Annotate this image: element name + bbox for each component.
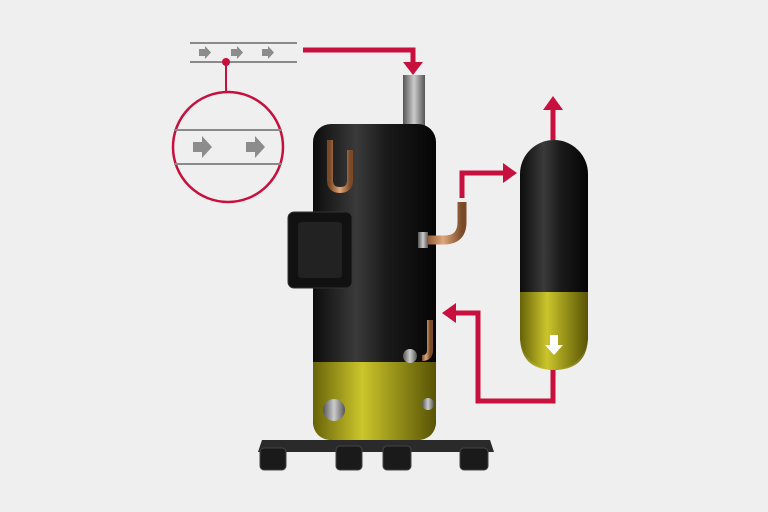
return-flow-arrow bbox=[455, 310, 556, 404]
flow-direction-icons bbox=[199, 46, 274, 59]
inlet-flow-arrow bbox=[303, 47, 416, 64]
discharge-flow-arrow bbox=[459, 170, 505, 198]
compressor-icon bbox=[287, 75, 467, 440]
accumulator-icon bbox=[520, 140, 588, 370]
compressor-base bbox=[258, 440, 494, 471]
pipe-flow-icon bbox=[190, 42, 297, 93]
magnifier-circle-icon bbox=[171, 90, 285, 204]
